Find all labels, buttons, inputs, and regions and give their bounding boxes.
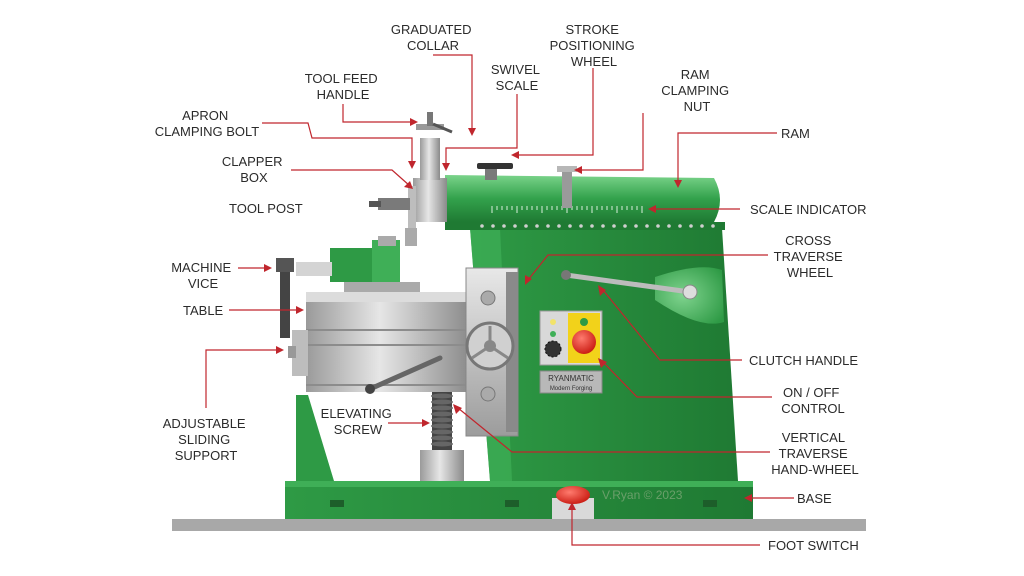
label-tool-feed-handle: TOOL FEED HANDLE [305, 71, 382, 102]
label-graduated-collar: GRADUATED COLLAR [391, 22, 475, 53]
scale-indicator-marks [491, 206, 643, 213]
label-stroke-positioning-wheel: STROKE POSITIONING WHEEL [550, 22, 639, 69]
elevating-screw [420, 392, 464, 481]
cross-traverse-wheel [561, 267, 724, 324]
label-swivel-scale: SWIVEL SCALE [491, 62, 543, 93]
label-scale-indicator: SCALE INDICATOR [750, 202, 867, 217]
label-base: BASE [797, 491, 832, 506]
on-off-control-panel [539, 310, 603, 366]
leader-lines [205, 54, 794, 546]
label-vertical-traverse-handwheel: VERTICAL TRAVERSE HAND-WHEEL [771, 430, 858, 477]
vertical-traverse-handwheel [465, 321, 515, 371]
machine-vice [276, 236, 420, 338]
foot-switch [552, 486, 594, 519]
label-machine-vice: MACHINE VICE [171, 260, 235, 291]
label-foot-switch: FOOT SWITCH [768, 538, 859, 553]
brand-plate: RYANMATIC Modern Forging [539, 370, 603, 394]
label-elevating-screw: ELEVATING SCREW [321, 406, 396, 437]
brand-plate-name: RYANMATIC [548, 374, 594, 383]
label-cross-traverse-wheel: CROSS TRAVERSE WHEEL [774, 233, 847, 280]
work-table [288, 292, 470, 392]
floor-plate [172, 519, 866, 531]
column-studs [480, 224, 715, 228]
callout-labels: GRADUATED COLLAR STROKE POSITIONING WHEE… [155, 22, 867, 553]
label-ram: RAM [781, 126, 810, 141]
label-clutch-handle: CLUTCH HANDLE [749, 353, 858, 368]
stroke-positioning-wheel [477, 163, 513, 180]
watermark: V.Ryan © 2023 [602, 488, 683, 502]
label-on-off-control: ON / OFF CONTROL [781, 385, 845, 416]
label-ram-clamping-nut: RAM CLAMPING NUT [661, 67, 733, 114]
support-leg [296, 395, 334, 481]
elevating-lever [365, 355, 443, 394]
label-tool-post: TOOL POST [229, 201, 303, 216]
base-block [285, 481, 753, 519]
label-adjustable-sliding-support: ADJUSTABLE SLIDING SUPPORT [163, 416, 249, 463]
tool-head [369, 112, 453, 246]
label-apron-clamping-bolt: APRON CLAMPING BOLT [155, 108, 260, 139]
brand-plate-subtitle: Modern Forging [550, 386, 592, 392]
label-clapper-box: CLAPPER BOX [222, 154, 286, 185]
label-table: TABLE [183, 303, 224, 318]
